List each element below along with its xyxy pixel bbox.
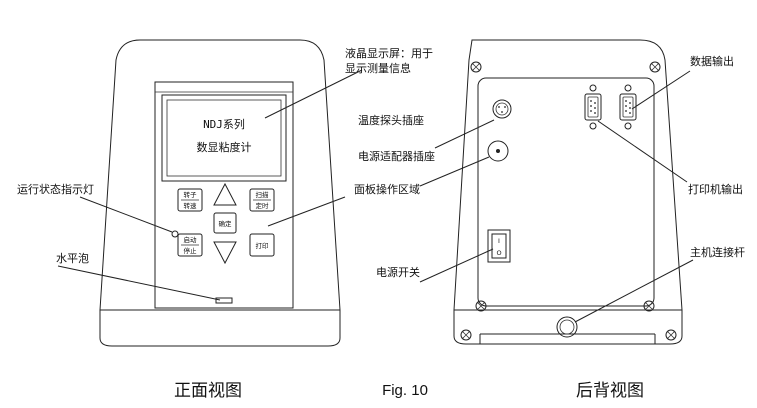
level-bubble-icon: [215, 297, 233, 304]
figure-caption: Fig. 10: [382, 382, 428, 399]
front-faceplate: [154, 81, 294, 309]
lcd-line-2: 数显粘度计: [197, 140, 252, 154]
back-base: [453, 310, 683, 345]
down-arrow-key[interactable]: [213, 241, 237, 265]
scan-timer-key[interactable]: 扫描 定时: [249, 188, 275, 212]
front-view: NDJ系列 数显粘度计 转子 转速 扫描 定时 启动 停止 确定 打印: [17, 39, 433, 401]
rotor-speed-key[interactable]: 转子 转速: [177, 188, 203, 212]
lcd-frame: [161, 94, 287, 182]
back-view-caption: 后背视图: [576, 381, 644, 401]
switch-on-mark: I: [498, 237, 500, 245]
panel-leader-line: [267, 196, 346, 227]
data-output-label: 数据输出: [690, 54, 734, 68]
front-body-outline: [99, 39, 341, 311]
temp-probe-label: 温度探头插座: [358, 113, 424, 127]
lcd-line-1: NDJ系列: [203, 117, 245, 131]
rotor-key-label-2: 转速: [184, 201, 198, 210]
switch-off-mark: O: [496, 249, 501, 257]
lcd-label-1: 液晶显示屏：用于: [345, 46, 433, 60]
stand-rod-label: 主机连接杆: [690, 245, 745, 259]
data-leader-line: [631, 70, 691, 110]
printer-leader-line: [597, 120, 688, 183]
probe-leader-line: [434, 119, 495, 149]
power-switch-label: 电源开关: [376, 265, 420, 279]
screw-icon: [475, 300, 487, 312]
lcd-label-2: 显示测量信息: [345, 61, 411, 75]
screw-icon: [649, 61, 661, 73]
status-lamp-label: 运行状态指示灯: [17, 182, 94, 196]
rod-leader-line: [574, 259, 694, 323]
front-view-caption: 正面视图: [174, 381, 242, 401]
lamp-leader-line: [79, 196, 173, 233]
print-key[interactable]: 打印: [249, 233, 275, 257]
screw-icons: [460, 61, 677, 341]
lcd-leader-line: [264, 69, 363, 119]
start-stop-key[interactable]: 启动 停止: [177, 233, 203, 257]
power-socket-icon: [487, 140, 509, 162]
print-key-label: 打印: [256, 241, 269, 250]
panel-area-label: 面板操作区域: [354, 182, 420, 196]
adapter-leader-line: [419, 156, 490, 187]
back-body-outline: [453, 39, 683, 311]
rotor-key-label-1: 转子: [184, 190, 198, 199]
screw-icon: [665, 329, 677, 341]
up-arrow-key[interactable]: [213, 182, 237, 206]
temp-probe-socket-icon: [492, 99, 512, 119]
level-bubble-label: 水平泡: [56, 251, 89, 265]
power-adapter-label: 电源适配器插座: [358, 149, 435, 163]
data-port-icon: [619, 93, 637, 121]
back-panel: [477, 77, 655, 307]
scan-key-label-1: 扫描: [256, 190, 270, 199]
power-switch-icon: I O: [487, 229, 511, 263]
printer-output-label: 打印机输出: [688, 182, 743, 196]
screw-icon: [643, 300, 655, 312]
printer-port-icon: [584, 93, 602, 121]
scan-key-label-2: 定时: [256, 201, 270, 210]
front-base: [99, 310, 341, 347]
screw-icon: [589, 84, 597, 130]
stand-rod-icon: [556, 316, 578, 338]
bubble-leader-line: [57, 265, 221, 301]
screw-icon: [470, 61, 482, 73]
confirm-key-label: 确定: [219, 219, 233, 228]
screw-icon: [624, 84, 632, 130]
lcd-screen: [166, 99, 282, 177]
start-key-label-1: 启动: [184, 235, 198, 244]
status-lamp-icon: [171, 230, 179, 238]
back-view: I O 温度探头插座 电源适配器插座 电源开关 数据输出 打印机输出 主机连接杆…: [358, 39, 745, 401]
start-key-label-2: 停止: [184, 246, 198, 255]
screw-icon: [460, 329, 472, 341]
switch-leader-line: [419, 248, 494, 283]
confirm-key[interactable]: 确定: [213, 212, 237, 234]
